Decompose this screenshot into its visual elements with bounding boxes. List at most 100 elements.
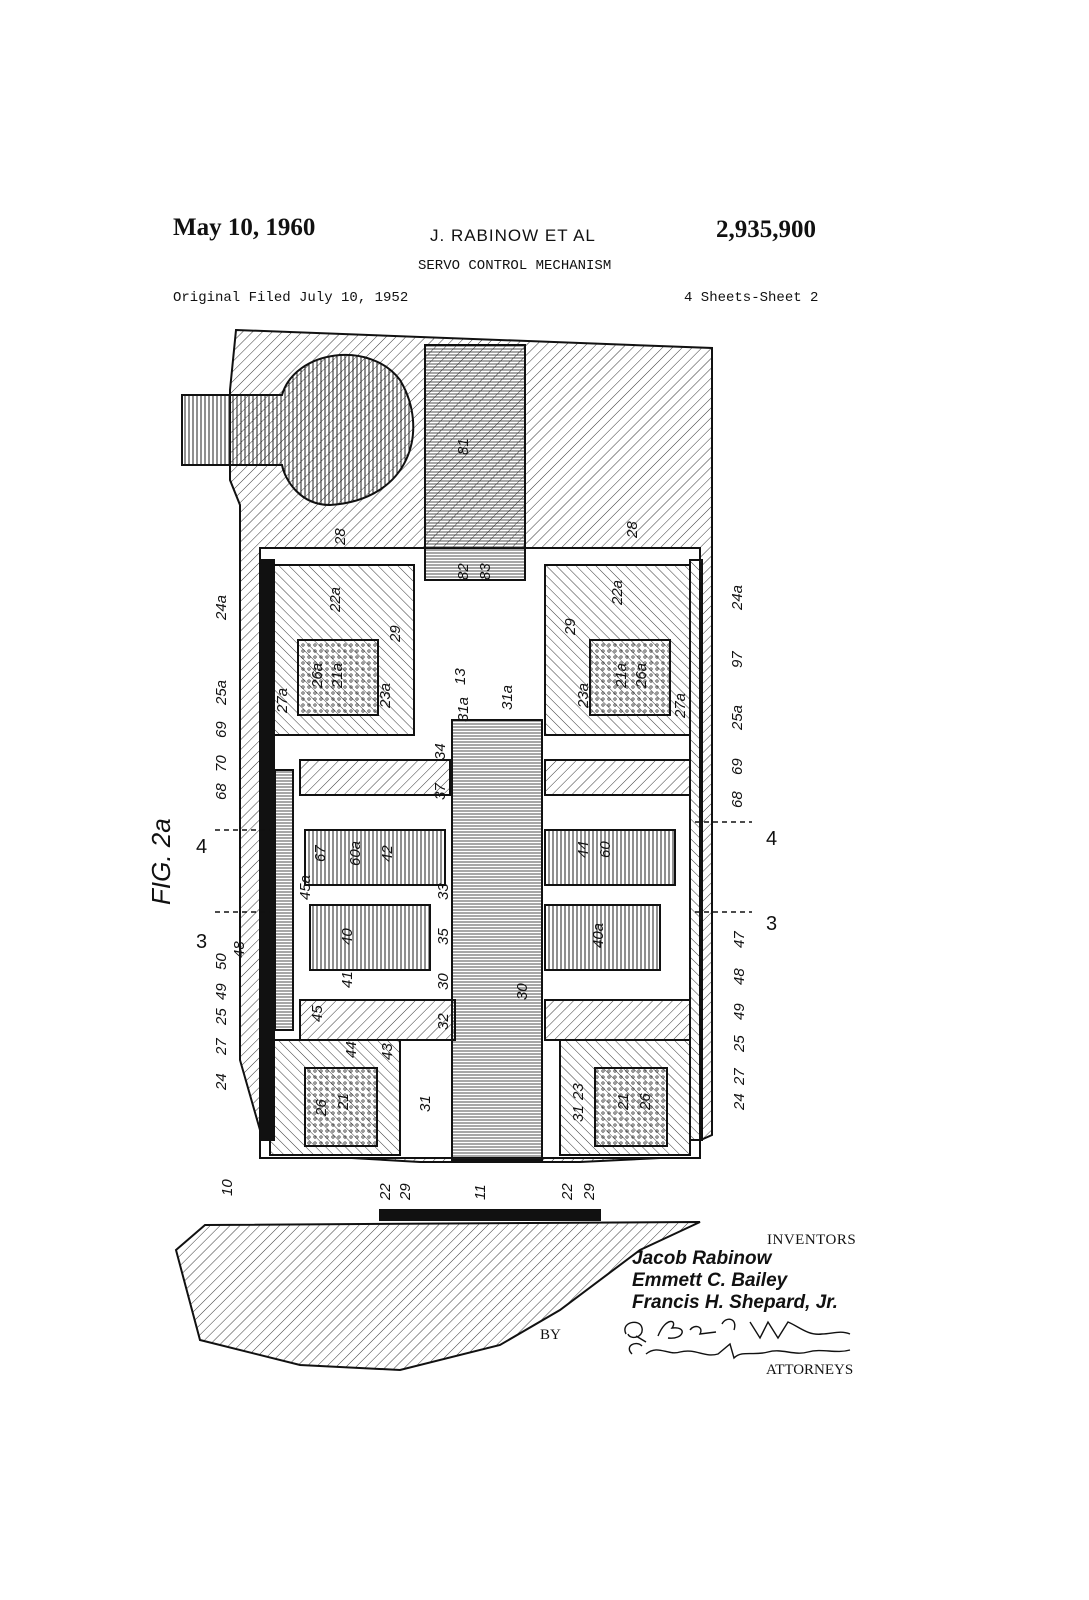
ref-numeral: 45a: [297, 875, 314, 900]
coil-21-left: [304, 1067, 378, 1147]
ref-numeral: 26a: [633, 663, 650, 689]
ref-numeral: 42: [379, 845, 396, 862]
ref-numeral: 35: [435, 928, 452, 945]
ref-numeral: 27: [213, 1038, 230, 1056]
gear-40: [309, 904, 431, 971]
wall-strip-left: [261, 559, 275, 1141]
ref-numeral: 30: [435, 973, 452, 990]
section-mark-4-left: 4: [196, 836, 207, 858]
ref-numeral: 11: [472, 1184, 489, 1200]
ref-numeral: 81: [455, 438, 472, 455]
ref-numeral: 40: [339, 928, 356, 945]
ref-numeral: 24a: [213, 595, 230, 621]
figure-label: FIG. 2a: [146, 818, 176, 905]
plate-45-left: [299, 999, 456, 1041]
ref-numeral: 50: [213, 953, 230, 970]
ref-numeral: 21: [615, 1093, 632, 1111]
shaft-81: [424, 344, 526, 581]
ref-numeral: 28: [332, 528, 349, 546]
ref-numeral: 68: [729, 791, 746, 808]
ref-numeral: 44: [343, 1041, 360, 1058]
ref-numeral: 69: [729, 758, 746, 775]
ref-numeral: 32: [435, 1013, 452, 1030]
ref-numeral: 31: [570, 1105, 587, 1122]
ref-numeral: 25: [731, 1035, 748, 1053]
ref-numeral: 29: [562, 618, 579, 636]
ref-numeral: 28: [624, 521, 641, 539]
ref-numeral: 26: [313, 1099, 330, 1117]
section-mark-3-left: 3: [196, 931, 207, 953]
plate-45-right: [544, 999, 691, 1041]
ref-numeral: 34: [432, 743, 449, 760]
base-band: [379, 1209, 601, 1221]
screw-70: [274, 769, 294, 1031]
ref-numeral: 25a: [729, 705, 746, 731]
attorney-signature: [624, 1318, 851, 1360]
ref-numeral: 26a: [309, 663, 326, 689]
sheets-line: 4 Sheets-Sheet 2: [684, 290, 819, 306]
ref-numeral: 21a: [613, 663, 630, 689]
ref-numeral: 21a: [329, 663, 346, 689]
ref-numeral: 97: [729, 651, 746, 668]
plate-69-right: [544, 759, 691, 796]
ref-numeral: 29: [387, 625, 404, 643]
ref-numeral: 21: [335, 1093, 352, 1111]
inventor-name: Jacob Rabinow: [632, 1248, 772, 1269]
patent-date: May 10, 1960: [173, 214, 316, 241]
ref-numeral: 48: [231, 941, 248, 958]
ref-numeral: 30: [514, 983, 531, 1000]
ref-numeral: 23a: [377, 683, 394, 709]
ref-numeral: 40a: [590, 923, 607, 948]
gear-60a: [304, 829, 446, 886]
inventor-name: Francis H. Shepard, Jr.: [632, 1292, 838, 1313]
ref-numeral: 43: [379, 1043, 396, 1060]
ref-numeral: 47: [731, 931, 748, 948]
ref-numeral: 48: [731, 968, 748, 985]
ref-numeral: 22: [377, 1183, 394, 1201]
gear-60: [544, 829, 676, 886]
ref-numeral: 22: [559, 1183, 576, 1201]
ref-numeral: 49: [213, 983, 230, 1000]
coil-21-right: [594, 1067, 668, 1147]
ref-numeral: 24: [731, 1093, 748, 1111]
ref-numeral: 82: [455, 563, 472, 580]
ref-numeral: 45: [309, 1005, 326, 1022]
inventors-heading: INVENTORS: [767, 1232, 857, 1248]
ref-numeral: 29: [397, 1183, 414, 1201]
ref-numeral: 37: [432, 783, 449, 800]
lamp-bulb: [181, 353, 415, 507]
shaft-11: [451, 719, 543, 1161]
ref-numeral: 24: [213, 1073, 230, 1091]
plate-69-left: [299, 759, 451, 796]
ref-numeral: 24a: [729, 585, 746, 611]
wall-strip-right: [689, 559, 703, 1141]
ref-numeral: 60: [597, 841, 614, 858]
coil-21a-left: [297, 639, 379, 716]
attorneys-label: ATTORNEYS: [766, 1362, 854, 1378]
ref-numeral: 25: [213, 1008, 230, 1026]
ref-numeral: 70: [213, 755, 230, 772]
ref-numeral: 10: [219, 1179, 236, 1196]
ref-numeral: 83: [477, 563, 494, 580]
ref-numeral: 69: [213, 721, 230, 738]
ref-numeral: 31a: [499, 685, 516, 710]
ref-numeral: 44: [575, 841, 592, 858]
ref-numeral: 22a: [327, 587, 344, 613]
ref-numeral: 23: [570, 1083, 587, 1101]
filed-line: Original Filed July 10, 1952: [173, 290, 409, 306]
ref-numeral: 26: [637, 1093, 654, 1111]
ref-numeral: 60a: [347, 841, 364, 866]
section-mark-3-right: 3: [766, 913, 777, 935]
ref-numeral: 27a: [672, 693, 689, 719]
patent-title: SERVO CONTROL MECHANISM: [418, 258, 612, 274]
section-mark-4-right: 4: [766, 828, 777, 850]
ref-numeral: 27: [731, 1068, 748, 1086]
ref-numeral: 23a: [575, 683, 592, 709]
gear-40a: [544, 904, 661, 971]
ref-numeral: 22a: [609, 580, 626, 606]
ref-numeral: 68: [213, 783, 230, 800]
ref-numeral: 33: [435, 883, 452, 900]
ref-numeral: 67: [312, 845, 329, 862]
ref-numeral: 29: [581, 1183, 598, 1201]
